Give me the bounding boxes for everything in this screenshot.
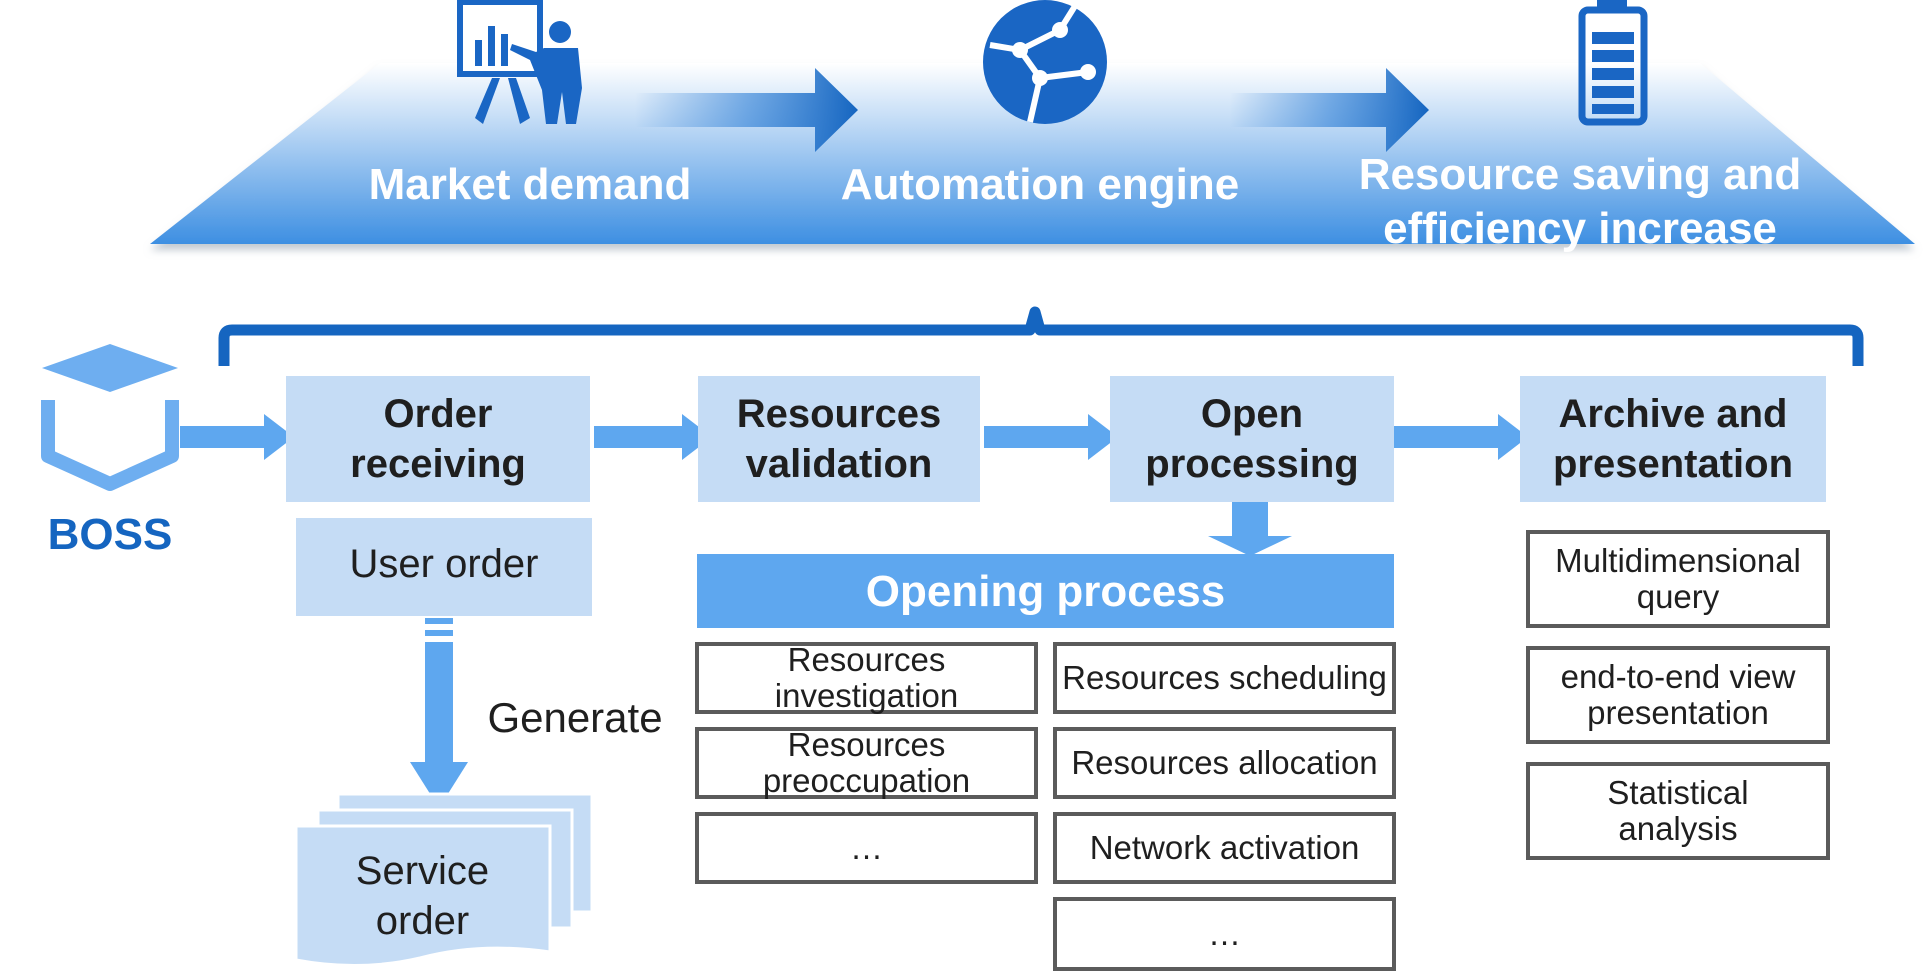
stage-archive-presentation-label: Archive and presentation: [1552, 392, 1794, 486]
archive-item-1: end-to-end view presentation: [1526, 646, 1830, 744]
opening-right-item-1-label: Resources allocation: [1071, 744, 1378, 781]
cube-icon: [41, 344, 179, 491]
opening-right-item-2-label: Network activation: [1089, 829, 1360, 866]
stage-order-receiving: Order receiving: [286, 376, 590, 502]
stage-open-processing: Open processing: [1110, 376, 1394, 502]
banner-label-automation-engine: Automation engine: [840, 160, 1240, 209]
banner-arrow-2: [1230, 68, 1429, 152]
generate-arrow: [410, 618, 468, 808]
banner-arrow-1: [635, 68, 858, 152]
opening-right-item-0: Resources scheduling: [1053, 642, 1396, 714]
opening-left-item-1-label: Resources preoccupation: [762, 726, 971, 799]
opening-right-item-1: Resources allocation: [1053, 727, 1396, 799]
opening-right-item-3-label: …: [1208, 915, 1241, 952]
opening-right-item-2: Network activation: [1053, 812, 1396, 884]
stage-resources-validation: Resources validation: [698, 376, 980, 502]
network-globe-icon: [983, 0, 1107, 124]
stage-resources-validation-label: Resources validation: [736, 392, 942, 486]
opening-left-item-0: Resources investigation: [695, 642, 1038, 714]
service-order-label: Service order: [355, 849, 490, 943]
arrow-order-to-validation: [594, 414, 712, 460]
archive-item-2-label: Statistical analysis: [1607, 774, 1749, 847]
arrow-open-to-archive: [1394, 414, 1528, 460]
arrow-validation-to-open: [984, 414, 1118, 460]
stage-open-processing-label: Open processing: [1145, 392, 1359, 486]
generate-label: Generate: [487, 694, 663, 741]
opening-process-title: Opening process: [865, 567, 1226, 616]
banner-label-resource-saving: Resource saving and efficiency increase: [1358, 150, 1802, 253]
stage-order-receiving-label: Order receiving: [350, 392, 526, 486]
user-order-label: User order: [349, 542, 539, 586]
opening-process-bar: [697, 554, 1394, 628]
banner-label-market-demand: Market demand: [368, 160, 692, 209]
boss-label: BOSS: [47, 510, 173, 559]
service-order-document: [294, 792, 594, 967]
arrow-boss-to-order: [180, 414, 294, 460]
archive-item-2: Statistical analysis: [1526, 762, 1830, 860]
presentation-icon: [457, 0, 582, 124]
user-order-box-bg: [296, 518, 592, 616]
opening-right-item-0-label: Resources scheduling: [1062, 659, 1387, 696]
battery-icon: [1578, 0, 1648, 126]
opening-left-item-0-label: Resources investigation: [774, 641, 959, 714]
overview-bracket: [218, 306, 1864, 366]
stage-archive-presentation: Archive and presentation: [1520, 376, 1826, 502]
banner-trapezoid: [150, 63, 1915, 244]
opening-left-item-1: Resources preoccupation: [695, 727, 1038, 799]
opening-right-item-3: …: [1053, 897, 1396, 971]
archive-item-1-label: end-to-end view presentation: [1560, 658, 1796, 731]
arrow-open-to-opening-process: [1208, 502, 1292, 556]
opening-left-item-2: …: [695, 812, 1038, 884]
opening-left-item-2-label: …: [850, 829, 883, 866]
archive-item-0-label: Multidimensional query: [1555, 542, 1801, 615]
archive-item-0: Multidimensional query: [1526, 530, 1830, 628]
